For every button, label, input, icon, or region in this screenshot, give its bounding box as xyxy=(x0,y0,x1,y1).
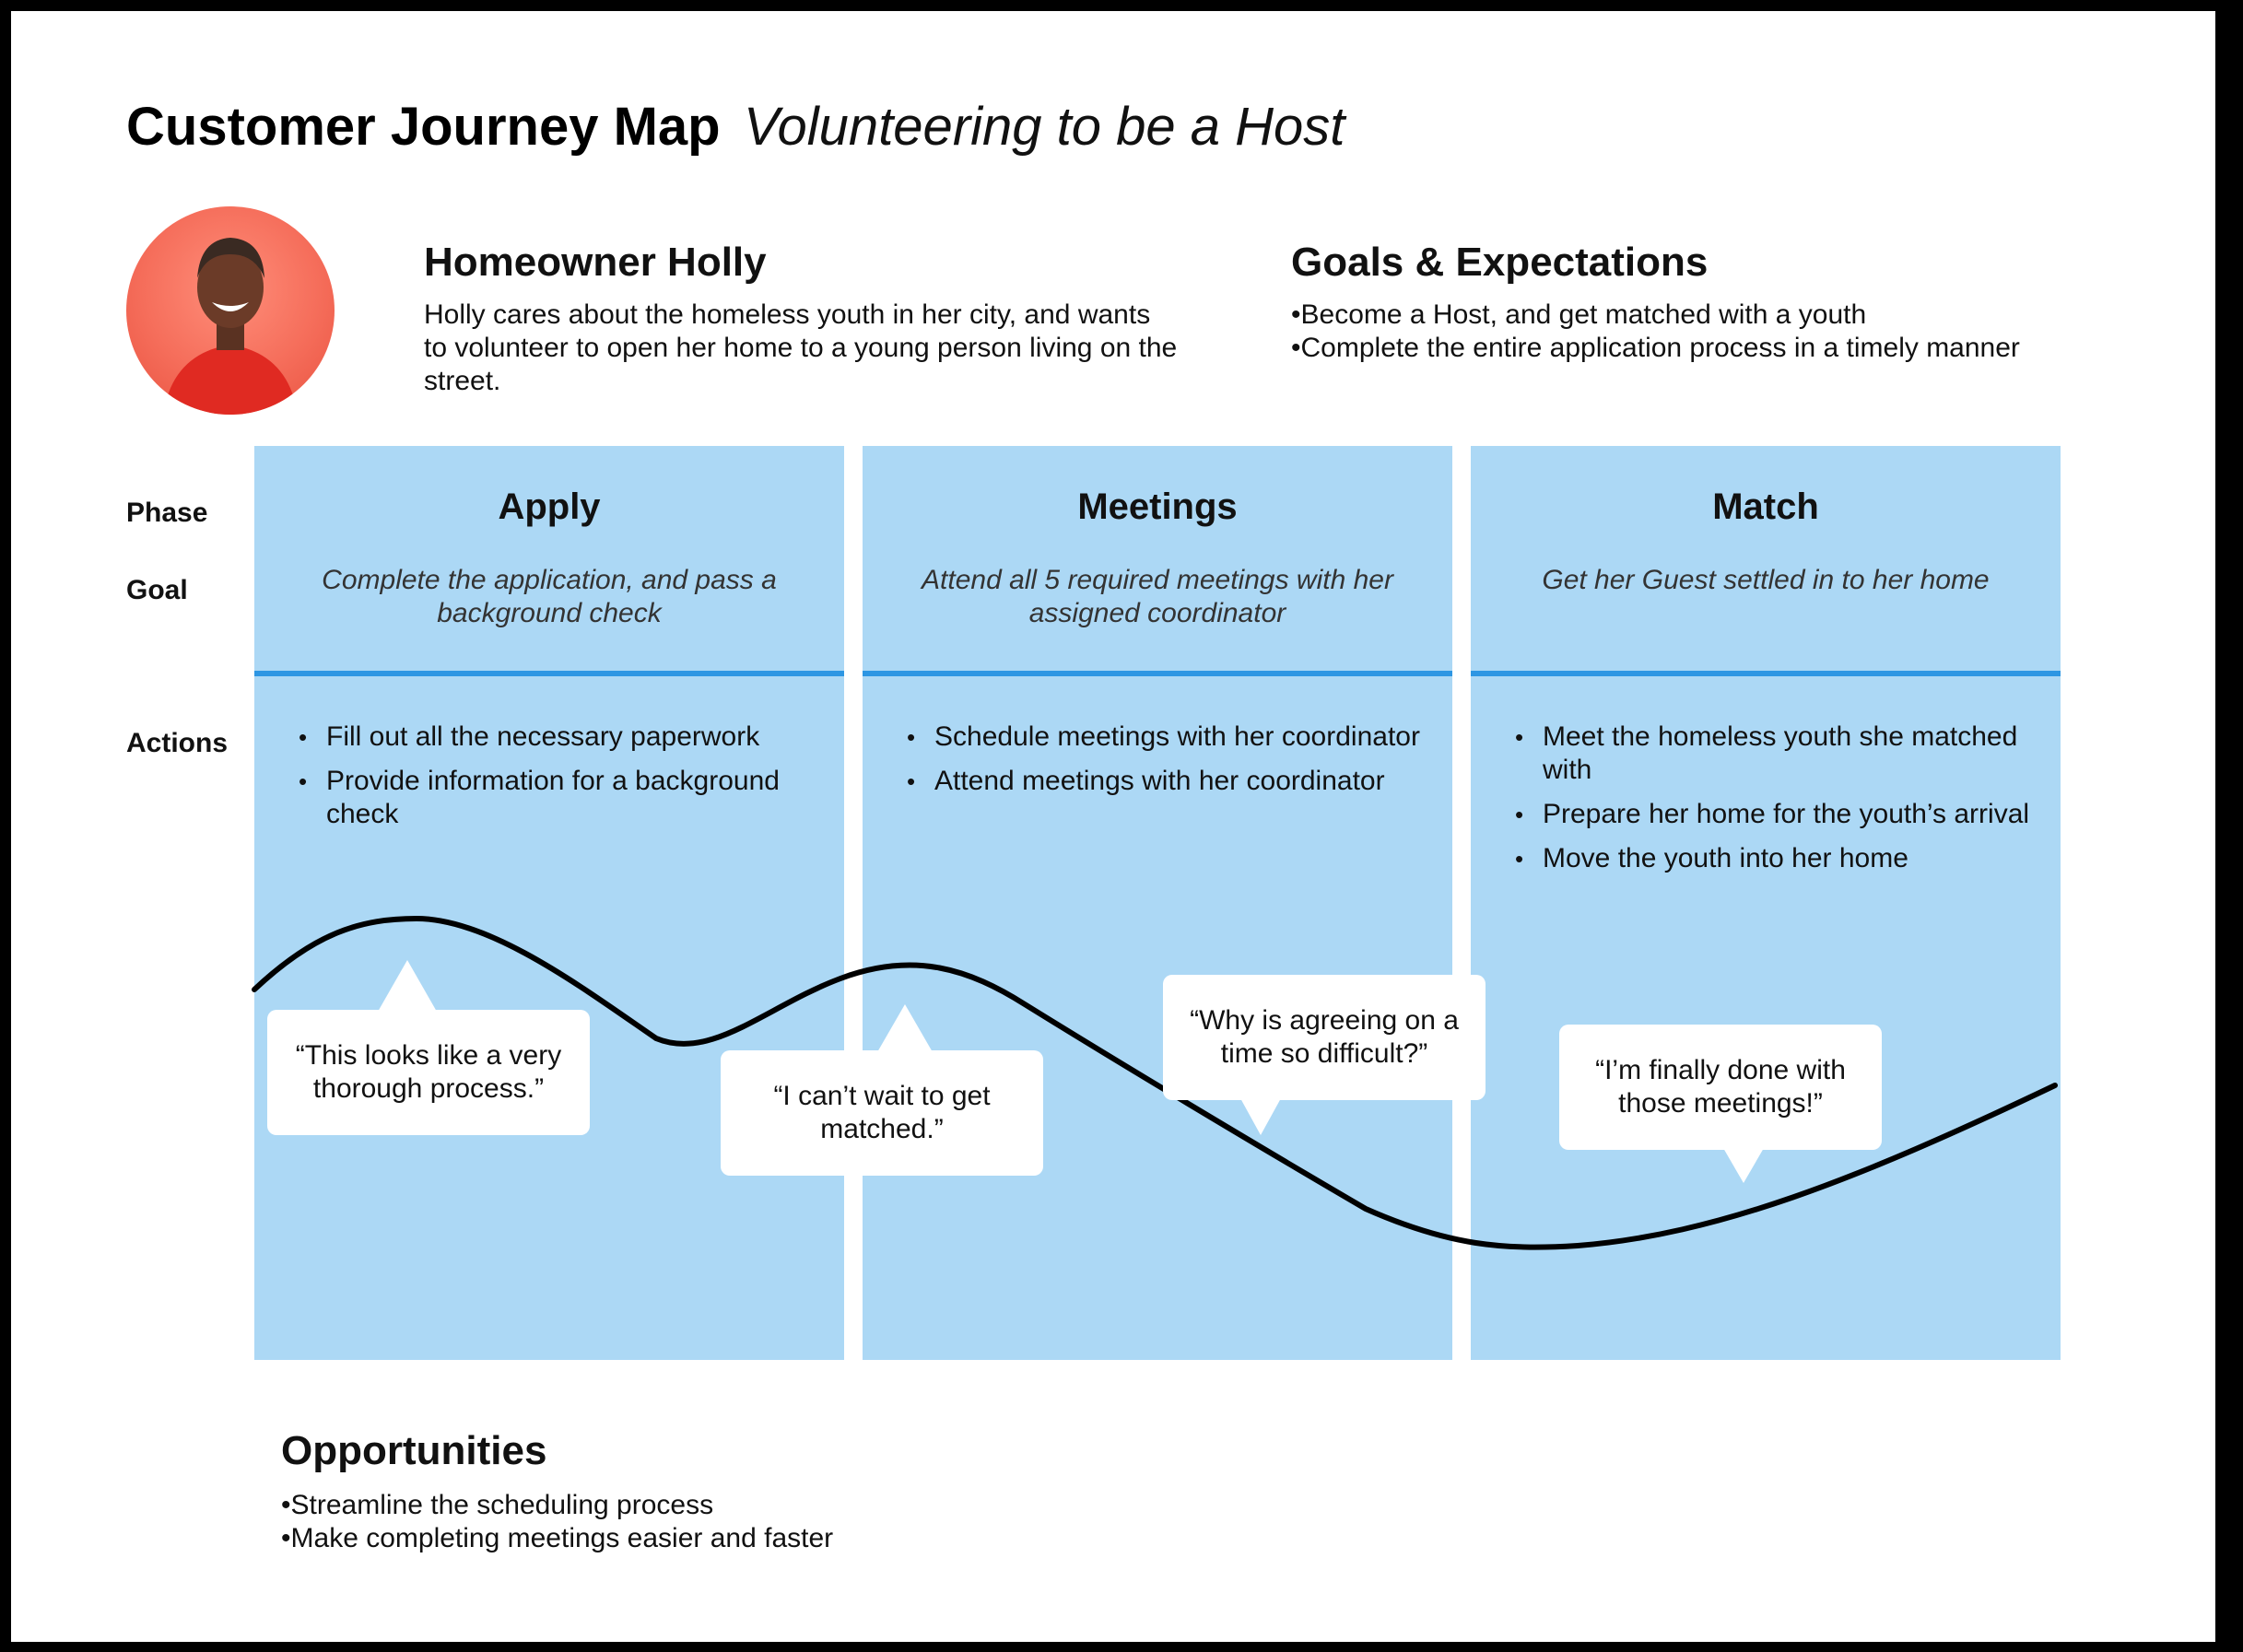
persona-name: Homeowner Holly xyxy=(424,240,767,285)
phase-header: Apply Complete the application, and pass… xyxy=(254,446,844,676)
action-item: Move the youth into her home xyxy=(1515,842,2049,875)
journey-map-canvas: Customer Journey Map Volunteering to be … xyxy=(11,11,2215,1642)
quote-bubble: “This looks like a very thorough process… xyxy=(267,1010,590,1135)
quote-bubble: “I’m finally done with those meetings!” xyxy=(1559,1025,1882,1150)
action-item: Provide information for a background che… xyxy=(299,765,833,831)
actions-list: Fill out all the necessary paperwork Pro… xyxy=(299,721,833,842)
page-title: Customer Journey Map xyxy=(126,97,721,157)
phase-column-meetings: Meetings Attend all 5 required meetings … xyxy=(863,446,1452,1360)
persona-description: Holly cares about the homeless youth in … xyxy=(424,299,1178,396)
actions-list: Schedule meetings with her coordinator A… xyxy=(907,721,1441,809)
goal-item: Complete the entire application process … xyxy=(1291,332,2020,365)
row-label-goal: Goal xyxy=(126,575,188,605)
opportunities-list: Streamline the scheduling process Make c… xyxy=(281,1489,834,1555)
actions-list: Meet the homeless youth she matched with… xyxy=(1515,721,2049,886)
quote-bubble: “I can’t wait to get matched.” xyxy=(721,1050,1043,1176)
row-label-actions: Actions xyxy=(126,728,229,758)
persona-avatar xyxy=(126,206,335,415)
phase-goal: Attend all 5 required meetings with her … xyxy=(922,565,1393,628)
phase-column-apply: Apply Complete the application, and pass… xyxy=(254,446,844,1360)
page-subtitle: Volunteering to be a Host xyxy=(744,97,1345,157)
phase-header: Meetings Attend all 5 required meetings … xyxy=(863,446,1452,676)
phase-name: Meetings xyxy=(1077,486,1238,527)
phase-header: Match Get her Guest settled in to her ho… xyxy=(1471,446,2061,676)
row-label-phase: Phase xyxy=(126,498,208,528)
action-item: Attend meetings with her coordinator xyxy=(907,765,1441,798)
goals-title: Goals & Expectations xyxy=(1291,240,1709,285)
persona-photo-icon xyxy=(163,238,298,415)
phase-name: Match xyxy=(1712,486,1819,527)
phase-name: Apply xyxy=(498,486,601,527)
opportunity-item: Make completing meetings easier and fast… xyxy=(281,1522,834,1555)
opportunity-item: Streamline the scheduling process xyxy=(281,1489,833,1522)
phase-goal: Complete the application, and pass a bac… xyxy=(322,565,777,628)
opportunities-title: Opportunities xyxy=(281,1428,547,1473)
quote-bubble: “Why is agreeing on a time so difficult?… xyxy=(1163,975,1486,1100)
phase-goal: Get her Guest settled in to her home xyxy=(1542,565,1990,595)
goal-item: Become a Host, and get matched with a yo… xyxy=(1291,299,2020,332)
action-item: Prepare her home for the youth’s arrival xyxy=(1515,798,2049,831)
goals-list: Become a Host, and get matched with a yo… xyxy=(1291,299,2020,365)
action-item: Meet the homeless youth she matched with xyxy=(1515,721,2049,787)
action-item: Schedule meetings with her coordinator xyxy=(907,721,1441,754)
action-item: Fill out all the necessary paperwork xyxy=(299,721,833,754)
phase-column-match: Match Get her Guest settled in to her ho… xyxy=(1471,446,2061,1360)
